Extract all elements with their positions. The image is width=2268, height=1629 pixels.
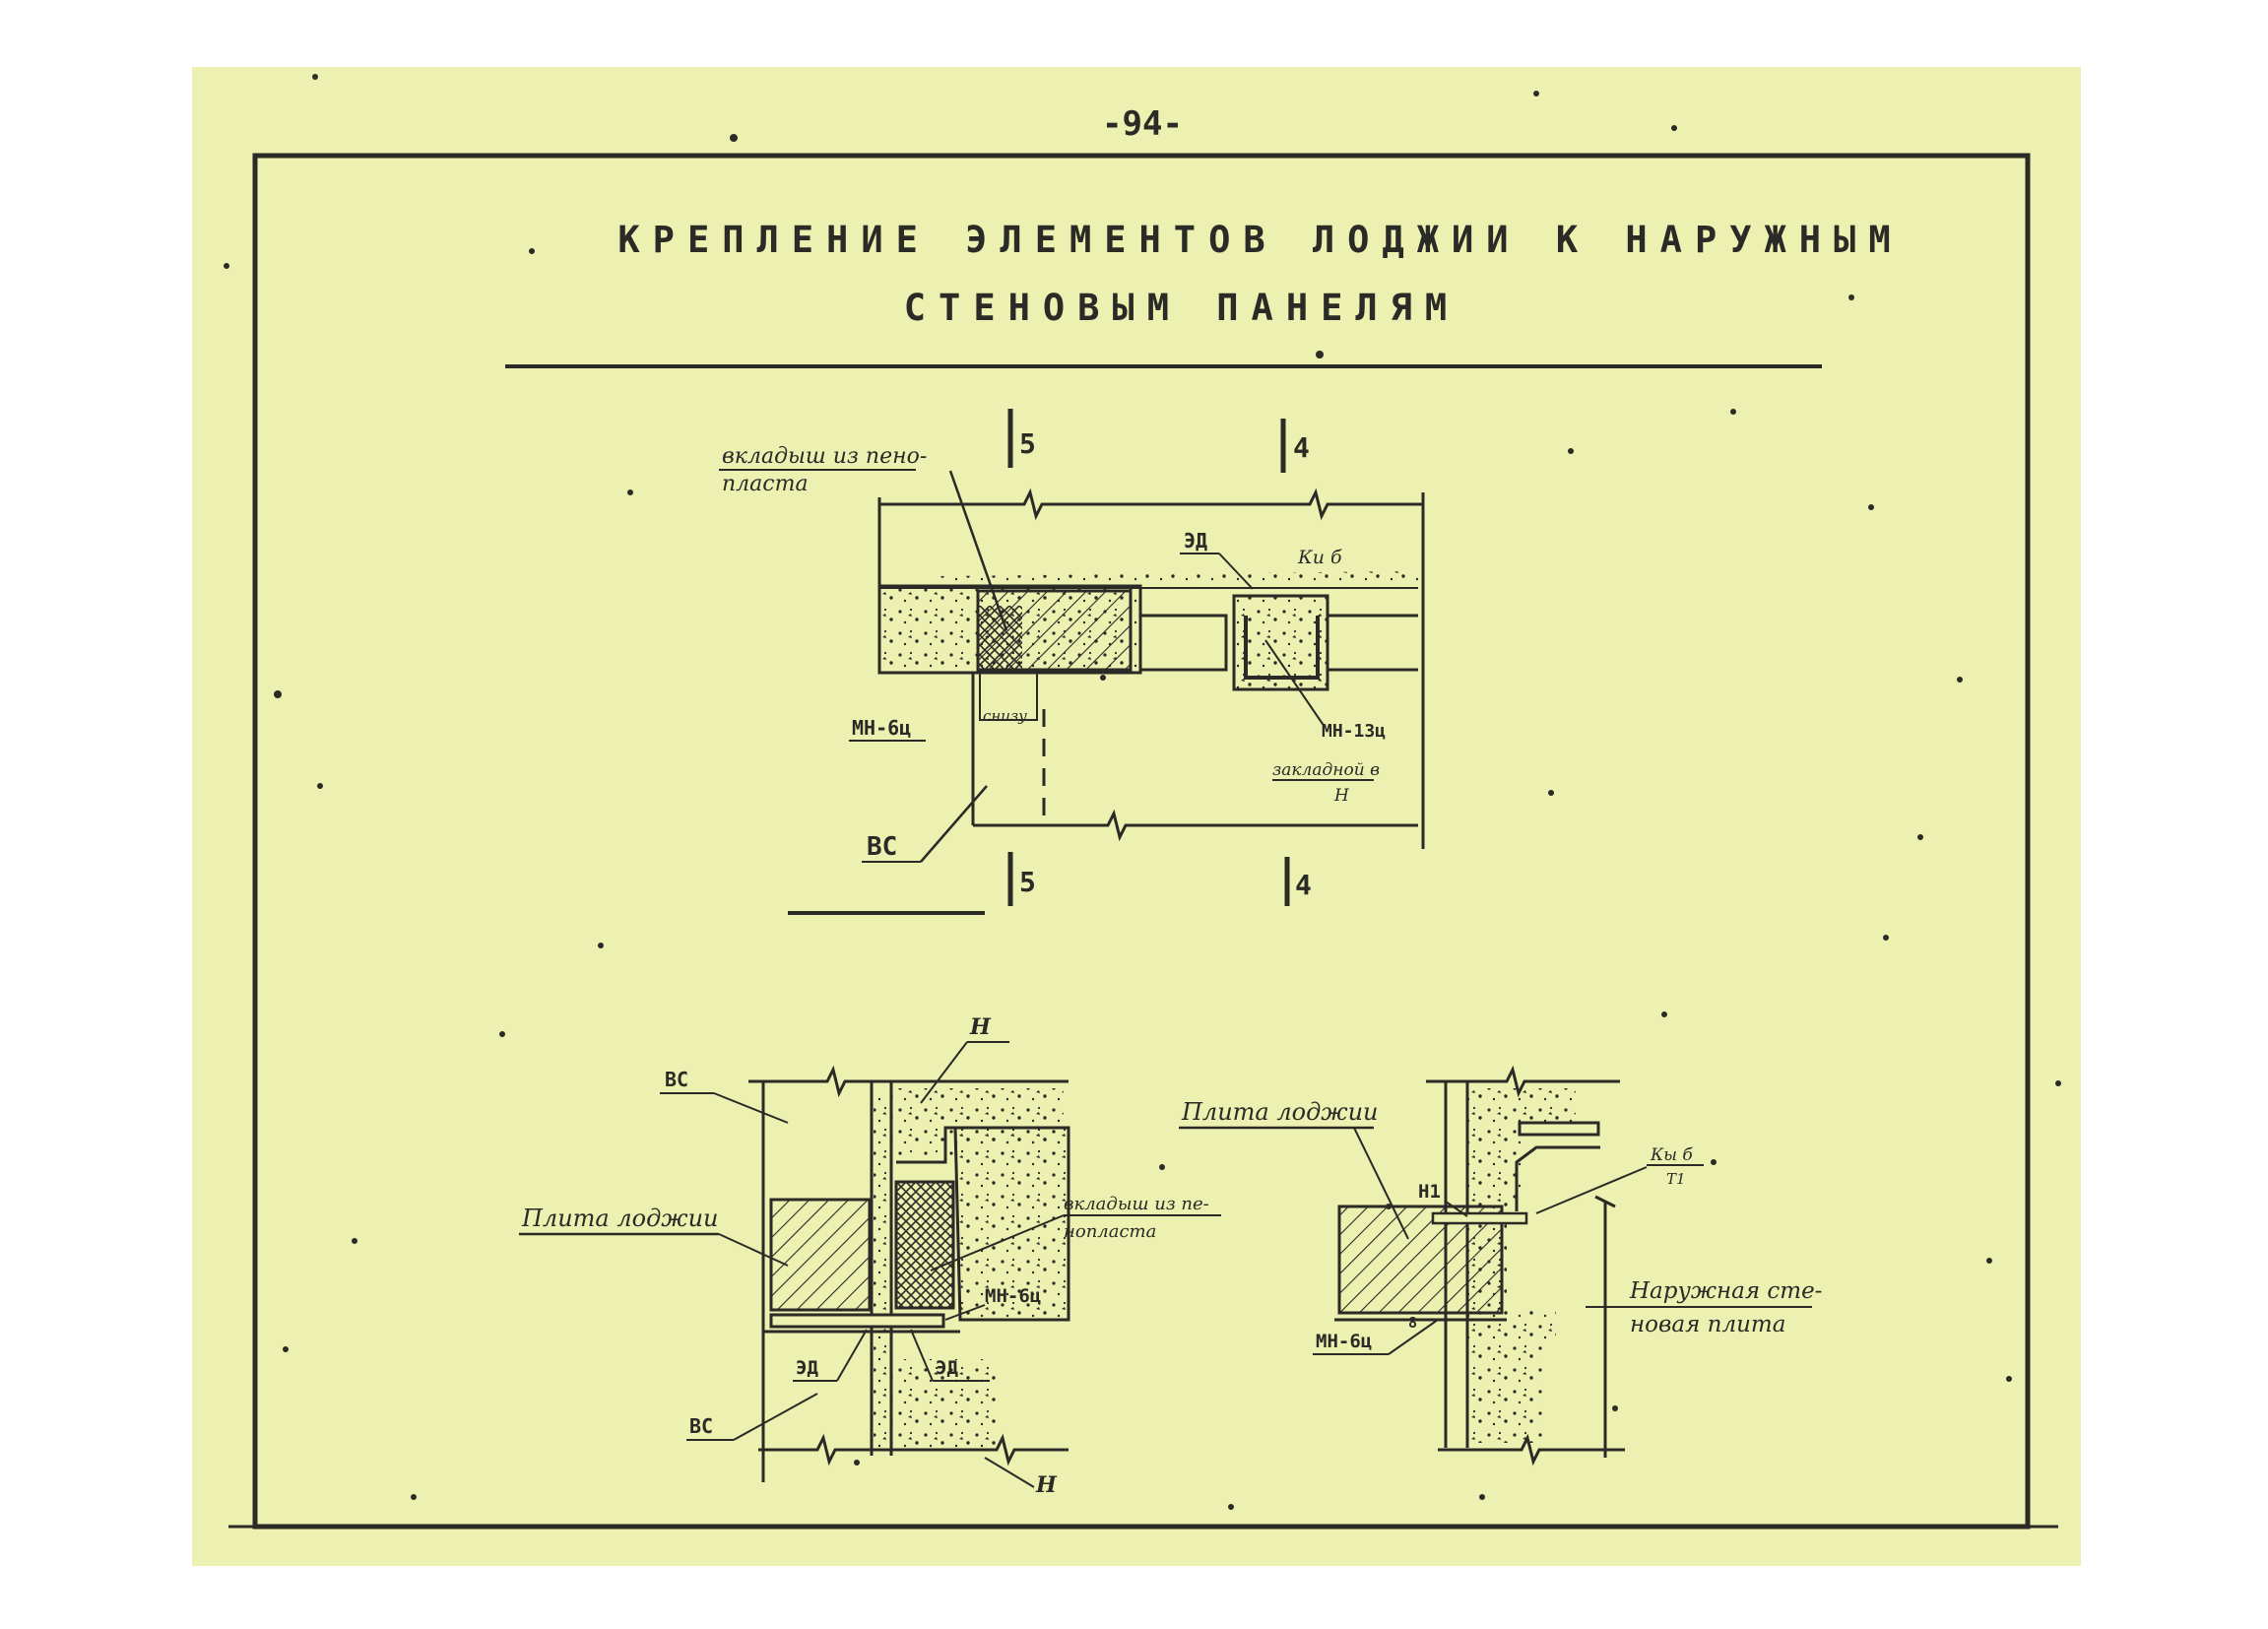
plan-el-leader [1218, 553, 1254, 590]
right-loggia-slab [1337, 1205, 1504, 1315]
left-break-line-top [748, 1065, 1069, 1098]
plan-insert-label-line2: пласта [722, 472, 809, 496]
right-d-label: 8 [1408, 1314, 1417, 1332]
right-slab-top-plate [1431, 1211, 1528, 1225]
plan-embedded-part [1232, 594, 1329, 691]
left-insert-leader [930, 1214, 1065, 1271]
section-label-4-top: 4 [1293, 431, 1310, 464]
right-break-line-bottom [1438, 1433, 1625, 1466]
plan-mn13-label: МН-13ц [1322, 721, 1386, 742]
left-n-bottom-leader [984, 1457, 1035, 1488]
left-n-top-leader [920, 1041, 968, 1104]
right-slab-leader [1353, 1127, 1409, 1240]
right-n1-label: Н1 [1418, 1181, 1441, 1203]
plan-mn6-label: МН-6ц [852, 716, 911, 740]
left-el-right-leader [910, 1329, 934, 1382]
section-label-4-bottom: 4 [1295, 869, 1312, 901]
left-el-left-label: ЭД [796, 1357, 818, 1379]
left-el-left-leader [836, 1329, 868, 1382]
plan-insert-label-line1: вкладыш из пено- [722, 444, 927, 469]
right-panel-label-line2: новая плита [1630, 1312, 1785, 1337]
plan-bc-label: ВС [867, 832, 897, 862]
plan-insert-leader [948, 470, 1008, 631]
right-n1-leader [1445, 1201, 1468, 1217]
right-dimension-tick [1594, 1195, 1616, 1208]
plan-mn6-sublabel: снизу [983, 707, 1027, 725]
right-mark-leader [1535, 1166, 1648, 1214]
paper-background [192, 67, 2081, 1566]
left-bc-bottom-leader [733, 1393, 818, 1441]
left-bottom-plate [769, 1313, 945, 1329]
left-n-top-label: Н [969, 1014, 992, 1040]
page-title-line2: СТЕНОВЫМ ПАНЕЛЯМ [904, 287, 1459, 329]
right-wall-step [1515, 1145, 1600, 1211]
plan-embedded-bracket [1244, 616, 1320, 680]
left-slab-leader [718, 1233, 789, 1267]
right-mn6-leader [1388, 1319, 1439, 1355]
right-mark-label-line2: Т1 [1666, 1170, 1686, 1188]
left-foam-insert [894, 1180, 955, 1310]
plan-bc-leader [920, 785, 988, 863]
left-mn6-label: МН-6ц [985, 1285, 1041, 1307]
plan-mn13-sublabel-line1: закладной в [1272, 760, 1380, 780]
left-bc-top-label: ВС [665, 1068, 688, 1091]
plan-foam-insert-cross [978, 606, 1022, 670]
left-top-step [896, 1126, 1069, 1164]
left-insert-label-line2: нопласта [1064, 1221, 1156, 1242]
left-mn6-leader [944, 1304, 986, 1321]
page-number: -94- [1102, 104, 1183, 144]
right-mark-label-line1: Кы б [1650, 1145, 1693, 1165]
plan-mn6-plate [979, 672, 1038, 721]
left-slab-label: Плита лоджии [521, 1205, 719, 1232]
right-wall-lower-fill [1470, 1344, 1544, 1443]
right-break-line-top [1426, 1065, 1620, 1098]
plan-mn13-sublabel-line2: Н [1333, 786, 1350, 806]
left-bc-bottom-label: ВС [689, 1414, 713, 1438]
page-title-line1: КРЕПЛЕНИЕ ЭЛЕМЕНТОВ ЛОДЖИИ К НАРУЖНЫМ [617, 219, 1903, 261]
left-loggia-slab [769, 1198, 872, 1312]
plan-mn13-leader [1264, 639, 1326, 728]
right-mn6-label: МН-6ц [1316, 1331, 1372, 1352]
left-el-right-label: ЭД [936, 1357, 958, 1379]
plan-mark-label: Ки б [1297, 547, 1342, 568]
right-section-detail: Плита лоджии Н1 Кы б Т1 Наружная сте- но… [1179, 1065, 1822, 1466]
plan-break-line-top [879, 488, 1423, 521]
section-label-5-bottom: 5 [1019, 866, 1036, 898]
plan-channel-right [1328, 614, 1418, 672]
left-break-line-bottom [758, 1433, 1069, 1466]
plan-el-label: ЭД [1184, 529, 1207, 553]
right-embedded-plate [1518, 1121, 1600, 1137]
left-insert-label-line1: вкладыш из пе- [1064, 1194, 1209, 1214]
left-n-bottom-label: Н [1035, 1472, 1058, 1498]
plan-slab-top-gravel [936, 571, 1418, 587]
right-slab-label: Плита лоджии [1181, 1098, 1379, 1126]
plan-channel-left [1140, 614, 1228, 672]
left-bc-top-leader [713, 1092, 789, 1124]
plan-detail: 5 4 5 4 вкладыш из пено- пласта ЭД Ки б [719, 409, 1425, 915]
right-panel-label-line1: Наружная сте- [1629, 1278, 1822, 1304]
plan-break-line-bottom [973, 809, 1418, 842]
left-joint-fill [874, 1093, 889, 1448]
section-label-5-top: 5 [1019, 427, 1036, 460]
left-lower-panel-h [891, 1359, 1000, 1448]
left-section-detail: Н ВС Плита лоджии вкладыш из пе- нопласт… [519, 1014, 1221, 1498]
